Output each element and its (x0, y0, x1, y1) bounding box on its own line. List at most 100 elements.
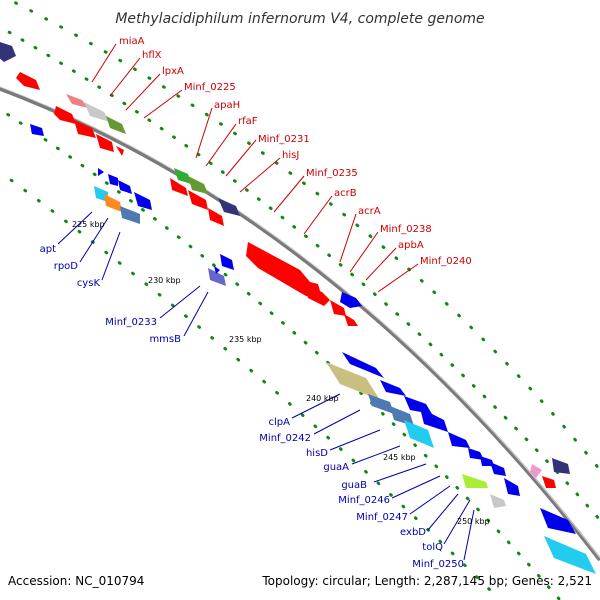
gene-arrow (530, 464, 542, 478)
gene-arrow-clpA (326, 362, 380, 400)
gene-arrow-acrA (340, 292, 362, 308)
gene-arrow-cysK (120, 206, 140, 224)
gene-arrow (540, 508, 576, 534)
dot-track-1 (0, 25, 600, 522)
red-leader-lines (91, 43, 419, 293)
gene-arrow-Minf_0233 (208, 268, 226, 286)
gene-label-rpoD[interactable]: rpoD (54, 261, 79, 272)
blue-gene-labels-left: apt rpoD cysK Minf_0233 mmsB (40, 244, 182, 345)
gene-label-Minf_0238[interactable]: Minf_0238 (380, 224, 432, 235)
gene-label-tolQ[interactable]: tolQ (422, 542, 443, 553)
gene-label-Minf_0235[interactable]: Minf_0235 (306, 168, 358, 179)
leader-line (463, 509, 475, 561)
gene-label-Minf_0231[interactable]: Minf_0231 (258, 134, 310, 145)
gene-arrow (544, 536, 596, 574)
red-gene-labels: miaA hflX lpxA Minf_0225 apaH rfaF Minf_… (119, 36, 472, 267)
gene-arrow (0, 42, 16, 62)
gene-label-Minf_0242[interactable]: Minf_0242 (259, 433, 311, 444)
gene-arrow (96, 134, 114, 152)
gene-arrow (54, 106, 76, 124)
gene-label-Minf_0225[interactable]: Minf_0225 (184, 82, 236, 93)
gene-arrow (214, 266, 220, 274)
gene-arrow-Minf_0246 (490, 494, 506, 508)
leader-line (377, 263, 419, 293)
leader-line (239, 157, 281, 193)
gene-label-lpxA[interactable]: lpxA (162, 66, 184, 77)
forward-genes (0, 42, 576, 534)
tick-label-225: 225 kbp (72, 220, 105, 229)
leader-line (351, 445, 401, 465)
gene-label-apaH[interactable]: apaH (214, 100, 240, 111)
gene-arrow (116, 146, 124, 156)
gene-label-hisJ[interactable]: hisJ (282, 150, 299, 161)
gene-label-cysK[interactable]: cysK (77, 278, 101, 289)
gene-label-guaA[interactable]: guaA (323, 462, 349, 473)
gene-arrow-hisD (390, 406, 414, 426)
gene-arrow (420, 408, 448, 432)
gene-arrow-rpoD (104, 194, 122, 212)
gene-arrow (108, 174, 118, 186)
leader-line (349, 231, 379, 273)
gene-label-acrA[interactable]: acrA (358, 206, 381, 217)
gene-arrow (504, 478, 520, 496)
leader-line (159, 285, 201, 319)
gene-arrow (380, 380, 406, 396)
gene-label-Minf_0246[interactable]: Minf_0246 (338, 495, 390, 506)
leader-line (291, 393, 341, 419)
leader-line (143, 89, 183, 119)
gene-arrow (118, 180, 132, 194)
gene-label-Minf_0250[interactable]: Minf_0250 (412, 559, 464, 570)
gene-label-acrB[interactable]: acrB (334, 188, 357, 199)
reverse-genes (30, 106, 596, 574)
leader-line (373, 463, 427, 483)
gene-arrow-miaA (66, 94, 88, 108)
leader-line (329, 429, 381, 451)
gene-label-Minf_0233[interactable]: Minf_0233 (105, 317, 157, 328)
gene-label-apbA[interactable]: apbA (398, 240, 424, 251)
leader-line (339, 213, 357, 263)
gene-arrow (342, 352, 384, 378)
gene-label-Minf_0240[interactable]: Minf_0240 (420, 256, 472, 267)
gene-arrow-apt (94, 186, 108, 202)
gene-arrow-Minf_0242 (368, 394, 394, 414)
gene-arrow-lpxA (106, 116, 126, 134)
gene-arrow (30, 124, 44, 136)
leader-line (205, 123, 237, 167)
gene-label-rfaF[interactable]: rfaF (238, 116, 258, 127)
gene-arrow (344, 314, 358, 326)
leader-line (313, 409, 361, 435)
gene-arrow-Minf_0231 (218, 198, 240, 216)
gene-label-hflX[interactable]: hflX (142, 50, 162, 61)
leader-line (303, 195, 333, 235)
leader-line (57, 211, 93, 245)
gene-arrow (490, 462, 506, 476)
gene-arrow-guaA (404, 420, 434, 448)
gene-label-miaA[interactable]: miaA (119, 36, 145, 47)
genome-backbone-highlight (0, 86, 600, 559)
gene-arrow (98, 168, 104, 176)
leader-line (225, 139, 257, 177)
gene-label-clpA[interactable]: clpA (269, 417, 291, 428)
leader-line (427, 493, 459, 531)
left-gene-cluster (94, 168, 234, 286)
gene-arrow (330, 300, 346, 316)
leader-line (365, 247, 397, 281)
tick-label-235: 235 kbp (229, 335, 262, 344)
gene-label-apt[interactable]: apt (40, 244, 56, 255)
gene-label-mmsB[interactable]: mmsB (149, 334, 181, 345)
gene-label-guaB[interactable]: guaB (341, 480, 367, 491)
accession-text: Accession: NC_010794 (8, 574, 144, 588)
gene-arrow (74, 120, 96, 138)
dot-track-2 (0, 107, 562, 600)
gene-arrow-apaH (174, 168, 192, 184)
gene-arrow (134, 192, 152, 210)
gene-label-Minf_0247[interactable]: Minf_0247 (356, 512, 408, 523)
gene-arrow (404, 396, 432, 414)
gene-label-exbD[interactable]: exbD (400, 527, 426, 538)
gene-arrow-hflX (84, 102, 110, 122)
leader-line (183, 291, 209, 337)
leader-line (273, 175, 305, 213)
gene-label-hisD[interactable]: hisD (306, 448, 328, 459)
